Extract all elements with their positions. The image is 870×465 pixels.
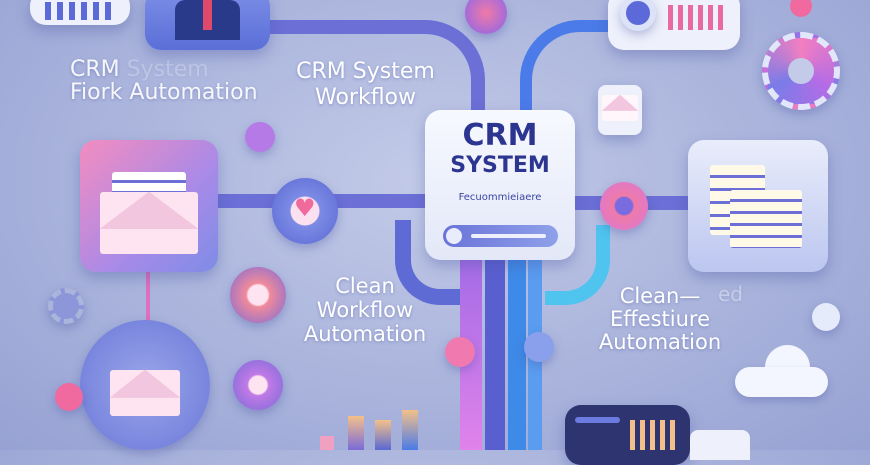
folder-icon bbox=[690, 430, 750, 460]
heart-icon: ♥ bbox=[272, 178, 338, 244]
rocket-icon bbox=[230, 267, 286, 323]
badge-icon-bottom bbox=[233, 360, 283, 410]
text-right-line1: Clean— bbox=[619, 284, 701, 308]
text-left-line1: Clean bbox=[335, 274, 395, 298]
text-block-left: Clean Workflow Automation bbox=[295, 275, 435, 345]
crm-card-subtitle: Fecuommieiaere bbox=[458, 192, 542, 203]
pipe-vertical-indigo bbox=[485, 255, 505, 450]
email-circle bbox=[80, 320, 210, 450]
badge-icon-blue bbox=[524, 332, 554, 362]
documents-card bbox=[688, 140, 828, 272]
bar-chart-icon bbox=[45, 2, 115, 20]
envelope-icon bbox=[602, 95, 638, 121]
cloud-icon bbox=[735, 345, 828, 398]
document-icon bbox=[730, 190, 802, 248]
profile-card bbox=[145, 0, 270, 50]
heading-center-line2: Workflow bbox=[314, 85, 417, 111]
envelope-card-small bbox=[598, 85, 642, 135]
gear-icon-small-top bbox=[790, 0, 812, 17]
chart-card-top-right bbox=[608, 0, 740, 50]
envelope-icon bbox=[100, 192, 198, 254]
crm-card-button[interactable] bbox=[443, 225, 558, 247]
pipe-vertical-blue bbox=[508, 255, 526, 450]
bar-chart-icon bbox=[668, 5, 728, 30]
crm-card-title-1: CRM bbox=[462, 118, 538, 153]
pie-chart-icon bbox=[620, 0, 656, 31]
text-right-line2: Effestiure bbox=[609, 307, 711, 332]
crm-system-card: CRM SYSTEM Fecuommieiaere bbox=[425, 110, 575, 260]
heading-top-left-line2: Fiork Automation bbox=[70, 80, 258, 106]
crm-card-title-2: SYSTEM bbox=[450, 153, 550, 178]
heading-top-left: CRM System Fiork Automation bbox=[70, 58, 258, 104]
badge-icon-left bbox=[245, 122, 275, 152]
text-right-faded: ed bbox=[718, 282, 743, 306]
badge-icon-bottom-left bbox=[55, 383, 83, 411]
person-icon bbox=[175, 0, 240, 40]
envelope-icon bbox=[110, 370, 180, 416]
bar-chart-bottom bbox=[320, 408, 430, 450]
heading-center: CRM System Workflow bbox=[288, 60, 443, 109]
email-card bbox=[80, 140, 218, 272]
analytics-card bbox=[565, 405, 690, 465]
chart-card-top-left bbox=[30, 0, 130, 25]
text-left-line2: Workflow bbox=[316, 298, 414, 323]
heading-top-left-line1: CRM bbox=[70, 57, 120, 82]
gear-icon-large bbox=[762, 32, 840, 110]
text-block-right: Clean— Effestiure Automation bbox=[585, 285, 735, 353]
text-left-line3: Automation bbox=[303, 322, 427, 347]
badge-icon-pink bbox=[445, 337, 475, 367]
fingerprint-icon bbox=[812, 303, 840, 331]
pipe-left-pink-vertical bbox=[146, 270, 150, 325]
heading-top-left-faded: System bbox=[126, 57, 209, 82]
logo-icon bbox=[446, 228, 462, 244]
bar-chart-icon bbox=[630, 420, 680, 450]
text-right-line3: Automation bbox=[598, 330, 722, 355]
flower-icon bbox=[600, 182, 648, 230]
badge-icon-top bbox=[465, 0, 507, 34]
gear-icon-left bbox=[48, 288, 84, 324]
heading-center-line1: CRM System bbox=[296, 59, 435, 84]
